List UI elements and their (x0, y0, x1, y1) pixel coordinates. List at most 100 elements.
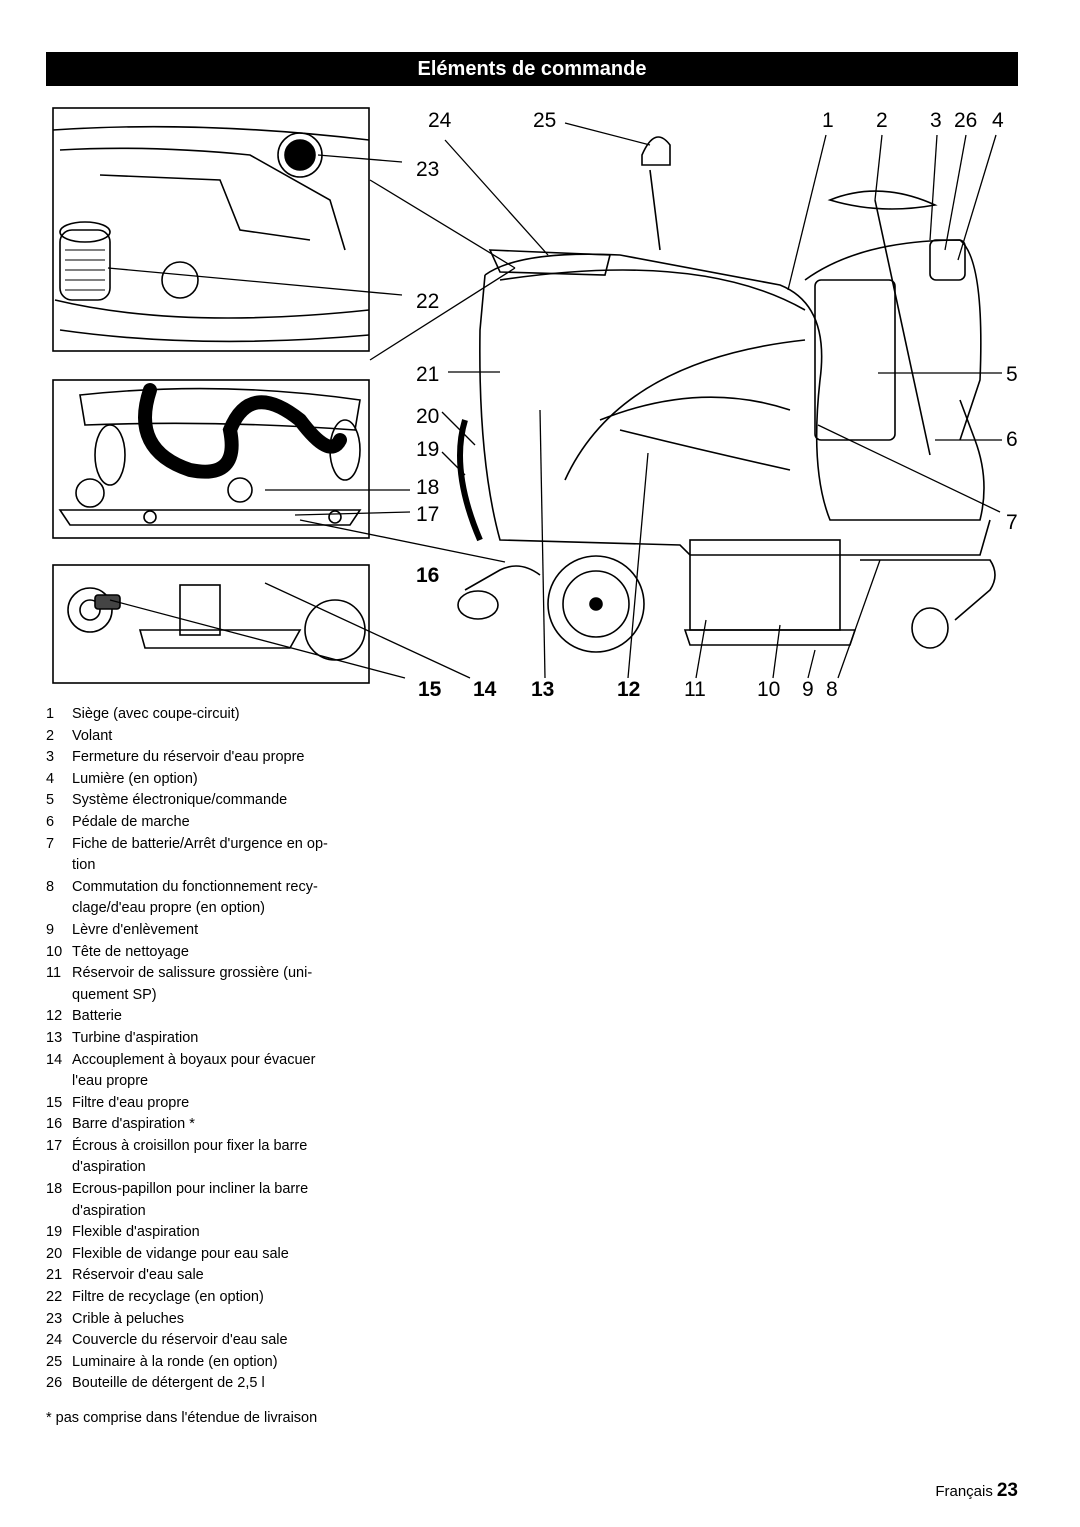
legend-item-number: 24 (46, 1332, 63, 1349)
callout-17: 17 (416, 503, 439, 526)
legend-item-number: 5 (46, 792, 55, 809)
callout-24: 24 (428, 109, 452, 132)
legend-item-line: Ecrous-papillon pour incliner la barre (72, 1181, 309, 1198)
callout-20: 20 (416, 405, 439, 428)
callout-4: 4 (992, 109, 1004, 132)
legend-item: 26 Bouteille de détergent de 2,5 l (46, 1373, 366, 1395)
legend-item-line: Fermeture du réservoir d'eau propre (72, 749, 305, 766)
legend-item-text: Tête de nettoyage (72, 942, 366, 964)
callout-23: 23 (416, 158, 439, 181)
legend-item-line: Réservoir de salissure grossière (uni- (72, 965, 313, 982)
main-machine-drawing (457, 136, 996, 653)
legend-item-line: Tête de nettoyage (72, 943, 189, 960)
legend-item-number: 13 (46, 1029, 63, 1046)
legend-item-text: Flexible d'aspiration (72, 1222, 366, 1244)
legend-item-number: 8 (46, 878, 55, 895)
callout-3: 3 (930, 109, 942, 132)
callout-12: 12 (617, 678, 640, 700)
legend-item-text: Couvercle du réservoir d'eau sale (72, 1330, 366, 1352)
legend-item: 21 Réservoir d'eau sale (46, 1265, 366, 1287)
legend-item-text: Fermeture du réservoir d'eau propre (72, 747, 366, 769)
legend-item: 12 Batterie (46, 1006, 366, 1028)
legend-item-number: 10 (46, 943, 63, 960)
inset-squeegee (52, 379, 370, 539)
legend-item: 19 Flexible d'aspiration (46, 1222, 366, 1244)
callout-7: 7 (1006, 511, 1018, 534)
legend-item-text: Turbine d'aspiration (72, 1028, 366, 1050)
legend-item-number: 16 (46, 1116, 63, 1133)
legend-item-line: Couvercle du réservoir d'eau sale (72, 1332, 288, 1349)
legend-item-number: 11 (46, 965, 62, 982)
legend-item-number: 21 (46, 1267, 63, 1284)
legend-item-number: 4 (46, 770, 55, 787)
legend-item-number: 23 (46, 1310, 63, 1327)
callout-15: 15 (418, 678, 442, 700)
callout-numbers: 24 25 1 2 3 26 4 23 22 21 20 19 18 17 16… (416, 109, 1018, 700)
legend-item-number: 14 (46, 1051, 63, 1068)
legend-item-text: Luminaire à la ronde (en option) (72, 1352, 366, 1374)
legend-item: 13 Turbine d'aspiration (46, 1028, 366, 1050)
legend-item-text: Commutation du fonctionnement recy-clage… (72, 877, 366, 920)
machine-illustration: 24 25 1 2 3 26 4 23 22 21 20 19 18 17 16… (52, 107, 1018, 700)
callout-16: 16 (416, 564, 439, 587)
legend-item: 8 Commutation du fonctionnement recy-clag… (46, 877, 366, 920)
legend-item-text: Siège (avec coupe-circuit) (72, 704, 366, 726)
legend-item-line: Réservoir d'eau sale (72, 1267, 204, 1284)
legend-item: 3 Fermeture du réservoir d'eau propre (46, 747, 366, 769)
legend-item-number: 26 (46, 1375, 63, 1392)
legend-item-text: Réservoir de salissure grossière (uni-qu… (72, 963, 366, 1006)
legend-item-line: Commutation du fonctionnement recy- (72, 878, 318, 895)
callout-leader-lines (107, 122, 1002, 679)
legend-item-line: Flexible de vidange pour eau sale (72, 1245, 289, 1262)
callout-25: 25 (533, 109, 556, 132)
legend-item-text: Bouteille de détergent de 2,5 l (72, 1373, 366, 1395)
legend-item-line: Système électronique/commande (72, 792, 288, 809)
legend-item-number: 9 (46, 921, 55, 938)
legend-item-line: Filtre de recyclage (en option) (72, 1289, 264, 1306)
legend-item-line: Bouteille de détergent de 2,5 l (72, 1375, 265, 1392)
inset-fresh-water-filter (52, 564, 370, 684)
legend-item-number: 19 (46, 1224, 63, 1241)
legend-item-line: Crible à peluches (72, 1310, 185, 1327)
legend-item-line: Pédale de marche (72, 813, 190, 830)
footer-language: Français (935, 1483, 993, 1500)
callout-1: 1 (822, 109, 834, 132)
legend-item: 5 Système électronique/commande (46, 790, 366, 812)
legend-item-line: Batterie (72, 1008, 122, 1025)
legend-item-line: Turbine d'aspiration (72, 1029, 199, 1046)
callout-19: 19 (416, 438, 439, 461)
legend-item: 11 Réservoir de salissure grossière (uni-… (46, 963, 366, 1006)
callout-8: 8 (826, 678, 838, 700)
section-title: Eléments de commande (417, 58, 647, 80)
legend-item-text: Filtre de recyclage (en option) (72, 1287, 366, 1309)
callout-13: 13 (531, 678, 554, 700)
legend-item-number: 12 (46, 1008, 63, 1025)
legend-item-number: 20 (46, 1245, 63, 1262)
legend-item-text: Filtre d'eau propre (72, 1093, 366, 1115)
callout-18: 18 (416, 476, 439, 499)
legend-item-text: Réservoir d'eau sale (72, 1265, 366, 1287)
legend-item-text: Flexible de vidange pour eau sale (72, 1244, 366, 1266)
callout-2: 2 (876, 109, 888, 132)
legend-item-line: Fiche de batterie/Arrêt d'urgence en op- (72, 835, 328, 852)
legend-item-number: 3 (46, 749, 55, 766)
legend-item-line: Accouplement à boyaux pour évacuer (72, 1051, 316, 1068)
legend-item-line: Volant (72, 727, 113, 744)
legend-item-text: Lèvre d'enlèvement (72, 920, 366, 942)
legend-item-text: Fiche de batterie/Arrêt d'urgence en op-… (72, 834, 366, 877)
legend-item-number: 15 (46, 1094, 63, 1111)
legend-item: 15 Filtre d'eau propre (46, 1093, 366, 1115)
legend-item-number: 22 (46, 1289, 63, 1306)
